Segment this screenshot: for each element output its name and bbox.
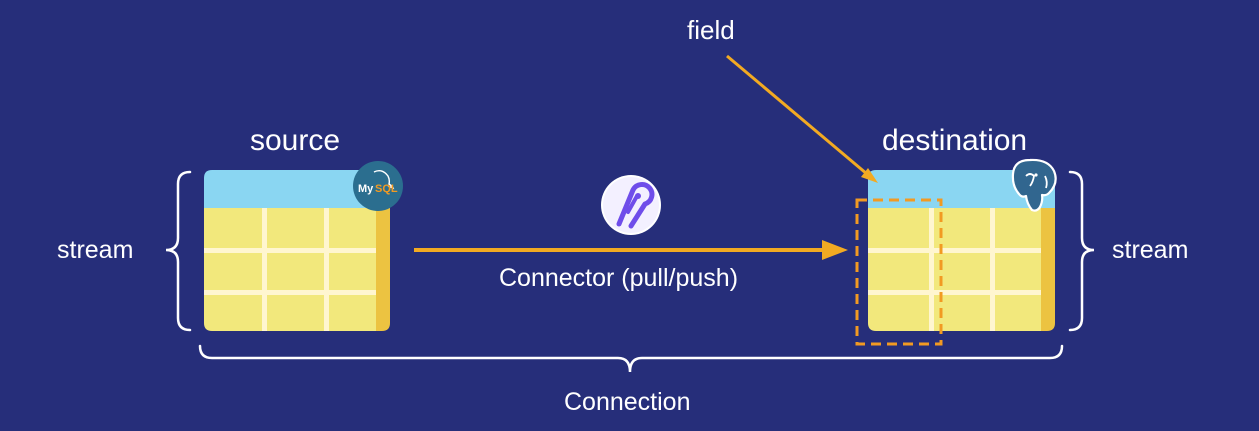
- airbyte-logo-icon: [601, 175, 661, 235]
- stream-right-label: stream: [1112, 236, 1189, 264]
- destination-table-side: [1041, 170, 1055, 331]
- destination-table-body: [868, 208, 1041, 331]
- mysql-sql-text: SQL: [375, 183, 398, 195]
- source-table-header: [204, 170, 390, 208]
- source-title: source: [250, 124, 341, 157]
- field-label: field: [687, 15, 735, 45]
- destination-grid-h2: [868, 290, 1041, 295]
- connector-label: Connector (pull/push): [499, 264, 739, 292]
- source-table-body: [204, 208, 376, 331]
- destination-grid-h1: [868, 248, 1041, 253]
- field-pointer-arrow: [726, 54, 878, 183]
- source-table: [204, 170, 390, 331]
- postgresql-elephant-icon: [1011, 158, 1057, 212]
- stream-right-brace: [1068, 170, 1095, 332]
- destination-grid-v1: [929, 208, 934, 331]
- connection-label: Connection: [564, 388, 691, 416]
- mysql-my-text: My: [358, 183, 374, 195]
- mysql-badge: My SQL: [353, 161, 403, 211]
- stream-left-label: stream: [57, 236, 134, 264]
- mysql-dolphin-icon: [373, 169, 395, 190]
- destination-title: destination: [882, 124, 1028, 157]
- source-grid-v2: [324, 208, 329, 331]
- source-grid-h1: [204, 248, 376, 253]
- field-highlight-box: [855, 198, 943, 346]
- connection-brace: [198, 344, 1064, 373]
- stream-left-brace: [165, 170, 192, 332]
- source-grid-v1: [262, 208, 267, 331]
- connector-arrow: [414, 240, 848, 260]
- destination-grid-v2: [990, 208, 995, 331]
- source-grid-h2: [204, 290, 376, 295]
